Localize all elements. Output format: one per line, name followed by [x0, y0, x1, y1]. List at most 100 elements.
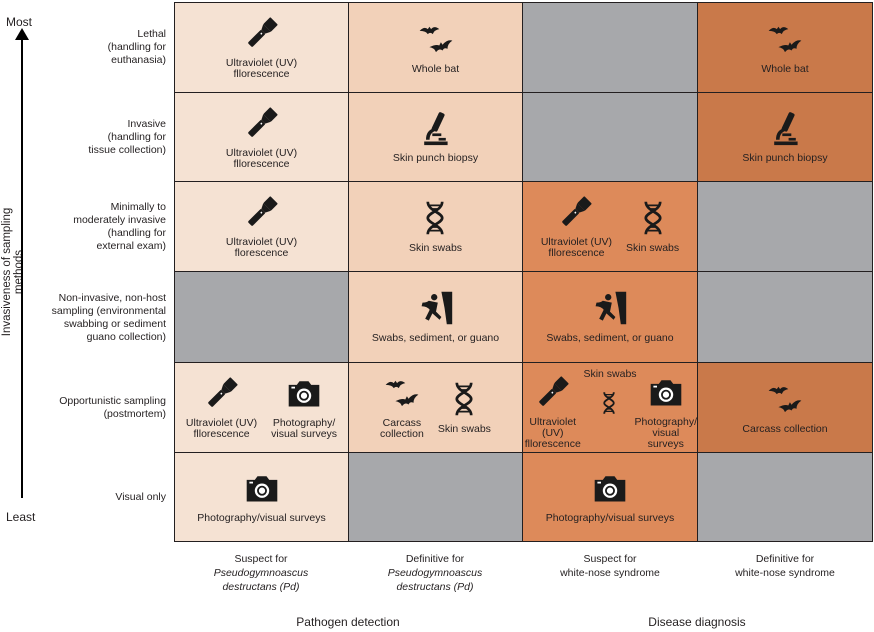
method-item: Whole bat: [412, 21, 459, 75]
microscope-icon: [417, 110, 453, 153]
row-label-text: Invasive (handling for tissue collection…: [88, 118, 166, 156]
matrix-cell: Ultraviolet (UV) fllorescence Photography…: [175, 363, 349, 453]
method-item: Ultraviolet (UV) fllorescence: [541, 194, 612, 259]
dna-icon: [597, 385, 621, 428]
method-label: Swabs, sediment, or guano: [371, 332, 500, 344]
method-item: Ultraviolet (UV) fllorescence: [226, 15, 297, 80]
camera-icon: [592, 470, 628, 513]
row-label: Minimally to moderately invasive (handli…: [6, 182, 166, 272]
bat-icon: [767, 21, 803, 64]
method-label: Whole bat: [411, 62, 460, 75]
arrow-head-icon: [15, 28, 29, 40]
dna-icon: [446, 381, 482, 424]
matrix-cell: Carcass collection Skin swabs: [349, 363, 523, 453]
flashlight-icon: [244, 194, 280, 237]
method-label: Ultraviolet (UV) fllorescence: [524, 415, 581, 450]
method-label: Swabs, sediment, or guano: [546, 332, 674, 344]
matrix-cell: Carcass collection: [698, 363, 873, 453]
method-item: Ultraviolet (UV) fllorescence: [523, 374, 583, 450]
matrix-cell: Skin punch biopsy: [698, 93, 873, 182]
axis-least-label: Least: [6, 510, 36, 524]
method-item: Photography/ visual surveys: [271, 375, 337, 440]
bat-icon: [418, 21, 454, 64]
method-label: Photography/visual surveys: [545, 512, 675, 524]
matrix-cell: Swabs, sediment, or guano: [349, 272, 523, 363]
method-item: Skin swabs: [409, 200, 462, 254]
method-item: Skin swabs: [438, 381, 491, 435]
row-label: Invasive (handling for tissue collection…: [6, 93, 166, 182]
method-item: Skin punch biopsy: [742, 110, 828, 164]
camera-icon: [244, 470, 280, 513]
method-item: Photography/visual surveys: [197, 470, 326, 524]
method-label: Skin swabs: [626, 241, 680, 254]
method-label: Photography/ visual surveys: [271, 417, 338, 440]
method-label: Whole bat: [761, 62, 809, 75]
method-label: Ultraviolet (UV) florescence: [225, 236, 298, 259]
dna-icon: [635, 200, 671, 243]
method-item: Ultraviolet (UV) fllorescence: [226, 105, 297, 170]
method-item: Carcass collection: [742, 381, 828, 435]
row-label: Visual only: [6, 453, 166, 542]
flashlight-icon: [244, 105, 280, 148]
method-label: Ultraviolet (UV) fllorescence: [225, 57, 298, 80]
climber-icon: [418, 290, 454, 333]
matrix-cell: Photography/visual surveys: [523, 453, 698, 542]
method-item: Swabs, sediment, or guano: [546, 290, 674, 344]
cell-top-label: Skin swabs: [583, 368, 637, 380]
matrix-cell: Whole bat: [349, 3, 523, 93]
row-label-text: Opportunistic sampling (postmortem): [59, 395, 166, 420]
method-item: Swabs, sediment, or guano: [372, 290, 499, 344]
method-label: Photography/visual surveys: [197, 512, 326, 524]
matrix-cell-not-applicable: [698, 182, 873, 272]
camera-icon: [286, 375, 322, 418]
camera-icon: [648, 374, 684, 417]
matrix-cell-not-applicable: [523, 3, 698, 93]
method-item: Skin punch biopsy: [393, 110, 478, 164]
matrix-cell-not-applicable: [349, 453, 523, 542]
flashlight-icon: [244, 15, 280, 58]
dna-icon: [417, 200, 453, 243]
row-label-text: Minimally to moderately invasive (handli…: [73, 201, 166, 252]
matrix-cell-not-applicable: [698, 453, 873, 542]
row-label-text: Non-invasive, non-host sampling (environ…: [51, 291, 166, 343]
method-label: Carcass collection: [742, 422, 828, 435]
matrix-cell: Ultraviolet (UV) fllorescence: [175, 93, 349, 182]
group-disease-diagnosis: Disease diagnosis: [648, 615, 746, 629]
climber-icon: [592, 290, 628, 333]
row-label: Lethal (handling for euthanasia): [6, 2, 166, 92]
method-item: [597, 385, 621, 439]
method-label: Ultraviolet (UV) fllorescence: [185, 417, 258, 440]
axis-arrow: [21, 36, 23, 498]
method-item: Photography/visual surveys: [546, 470, 674, 524]
matrix-cell-not-applicable: [175, 272, 349, 363]
method-item: Whole bat: [761, 21, 809, 75]
method-item: Ultraviolet (UV) florescence: [226, 194, 297, 259]
method-label: Skin punch biopsy: [742, 152, 828, 164]
method-label: Carcass collection: [380, 417, 424, 440]
row-label-text: Lethal (handling for euthanasia): [107, 27, 166, 66]
bat-icon: [384, 375, 420, 418]
matrix-cell-not-applicable: [523, 93, 698, 182]
method-item: Photography/ visual surveys: [635, 374, 697, 450]
matrix-cell: Skin swabs: [349, 182, 523, 272]
method-label: Ultraviolet (UV) fllorescence: [540, 236, 613, 259]
matrix-cell: Ultraviolet (UV) fllorescence Skin swabs: [523, 182, 698, 272]
method-label: Photography/ visual surveys: [634, 415, 697, 450]
axis-most-label: Most: [6, 15, 33, 29]
flashlight-icon: [535, 374, 571, 417]
bat-icon: [767, 381, 803, 424]
method-item: Ultraviolet (UV) fllorescence: [186, 375, 257, 440]
matrix-cell: Swabs, sediment, or guano: [523, 272, 698, 363]
matrix-cell-not-applicable: [698, 272, 873, 363]
microscope-icon: [767, 110, 803, 153]
row-label-text: Visual only: [115, 491, 166, 503]
row-label: Non-invasive, non-host sampling (environ…: [6, 272, 166, 363]
matrix-cell: Skin punch biopsy: [349, 93, 523, 182]
group-pathogen-detection: Pathogen detection: [296, 615, 400, 629]
matrix-cell: Ultraviolet (UV) fllorescence: [175, 3, 349, 93]
method-item: Carcass collection: [380, 375, 424, 440]
